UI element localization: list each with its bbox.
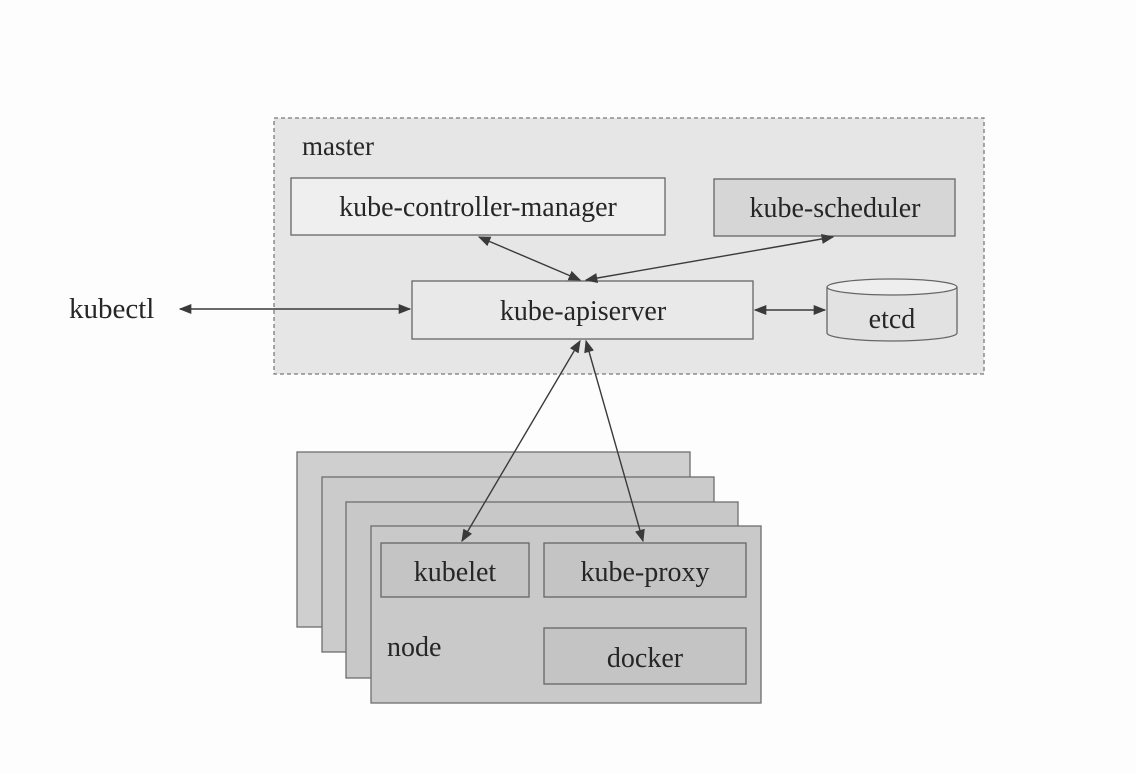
controller-manager-box: kube-controller-manager: [290, 177, 666, 236]
etcd-label: etcd: [869, 304, 916, 335]
apiserver-label: kube-apiserver: [500, 296, 667, 327]
scheduler-apiserver-arrow: [584, 233, 835, 284]
etcd-cylinder: etcd: [826, 278, 958, 342]
scheduler-label: kube-scheduler: [749, 193, 921, 224]
connector-arrows: [178, 233, 835, 543]
kubelet-box: kubelet: [380, 542, 530, 598]
apiserver-proxy-arrow: [584, 339, 645, 543]
controller-apiserver-arrow: [477, 236, 582, 281]
kubelet-label: kubelet: [414, 557, 497, 588]
apiserver-kubelet-arrow: [461, 339, 581, 543]
master-title: master: [302, 131, 374, 161]
scheduler-box: kube-scheduler: [713, 178, 956, 237]
docker-box: docker: [543, 627, 747, 685]
controller-manager-label: kube-controller-manager: [339, 192, 617, 223]
node-title: node: [387, 632, 441, 663]
apiserver-box: kube-apiserver: [411, 280, 754, 340]
proxy-box: kube-proxy: [543, 542, 747, 598]
proxy-label: kube-proxy: [580, 557, 709, 588]
kubectl-label: kubectl: [69, 293, 154, 325]
docker-label: docker: [607, 643, 684, 674]
